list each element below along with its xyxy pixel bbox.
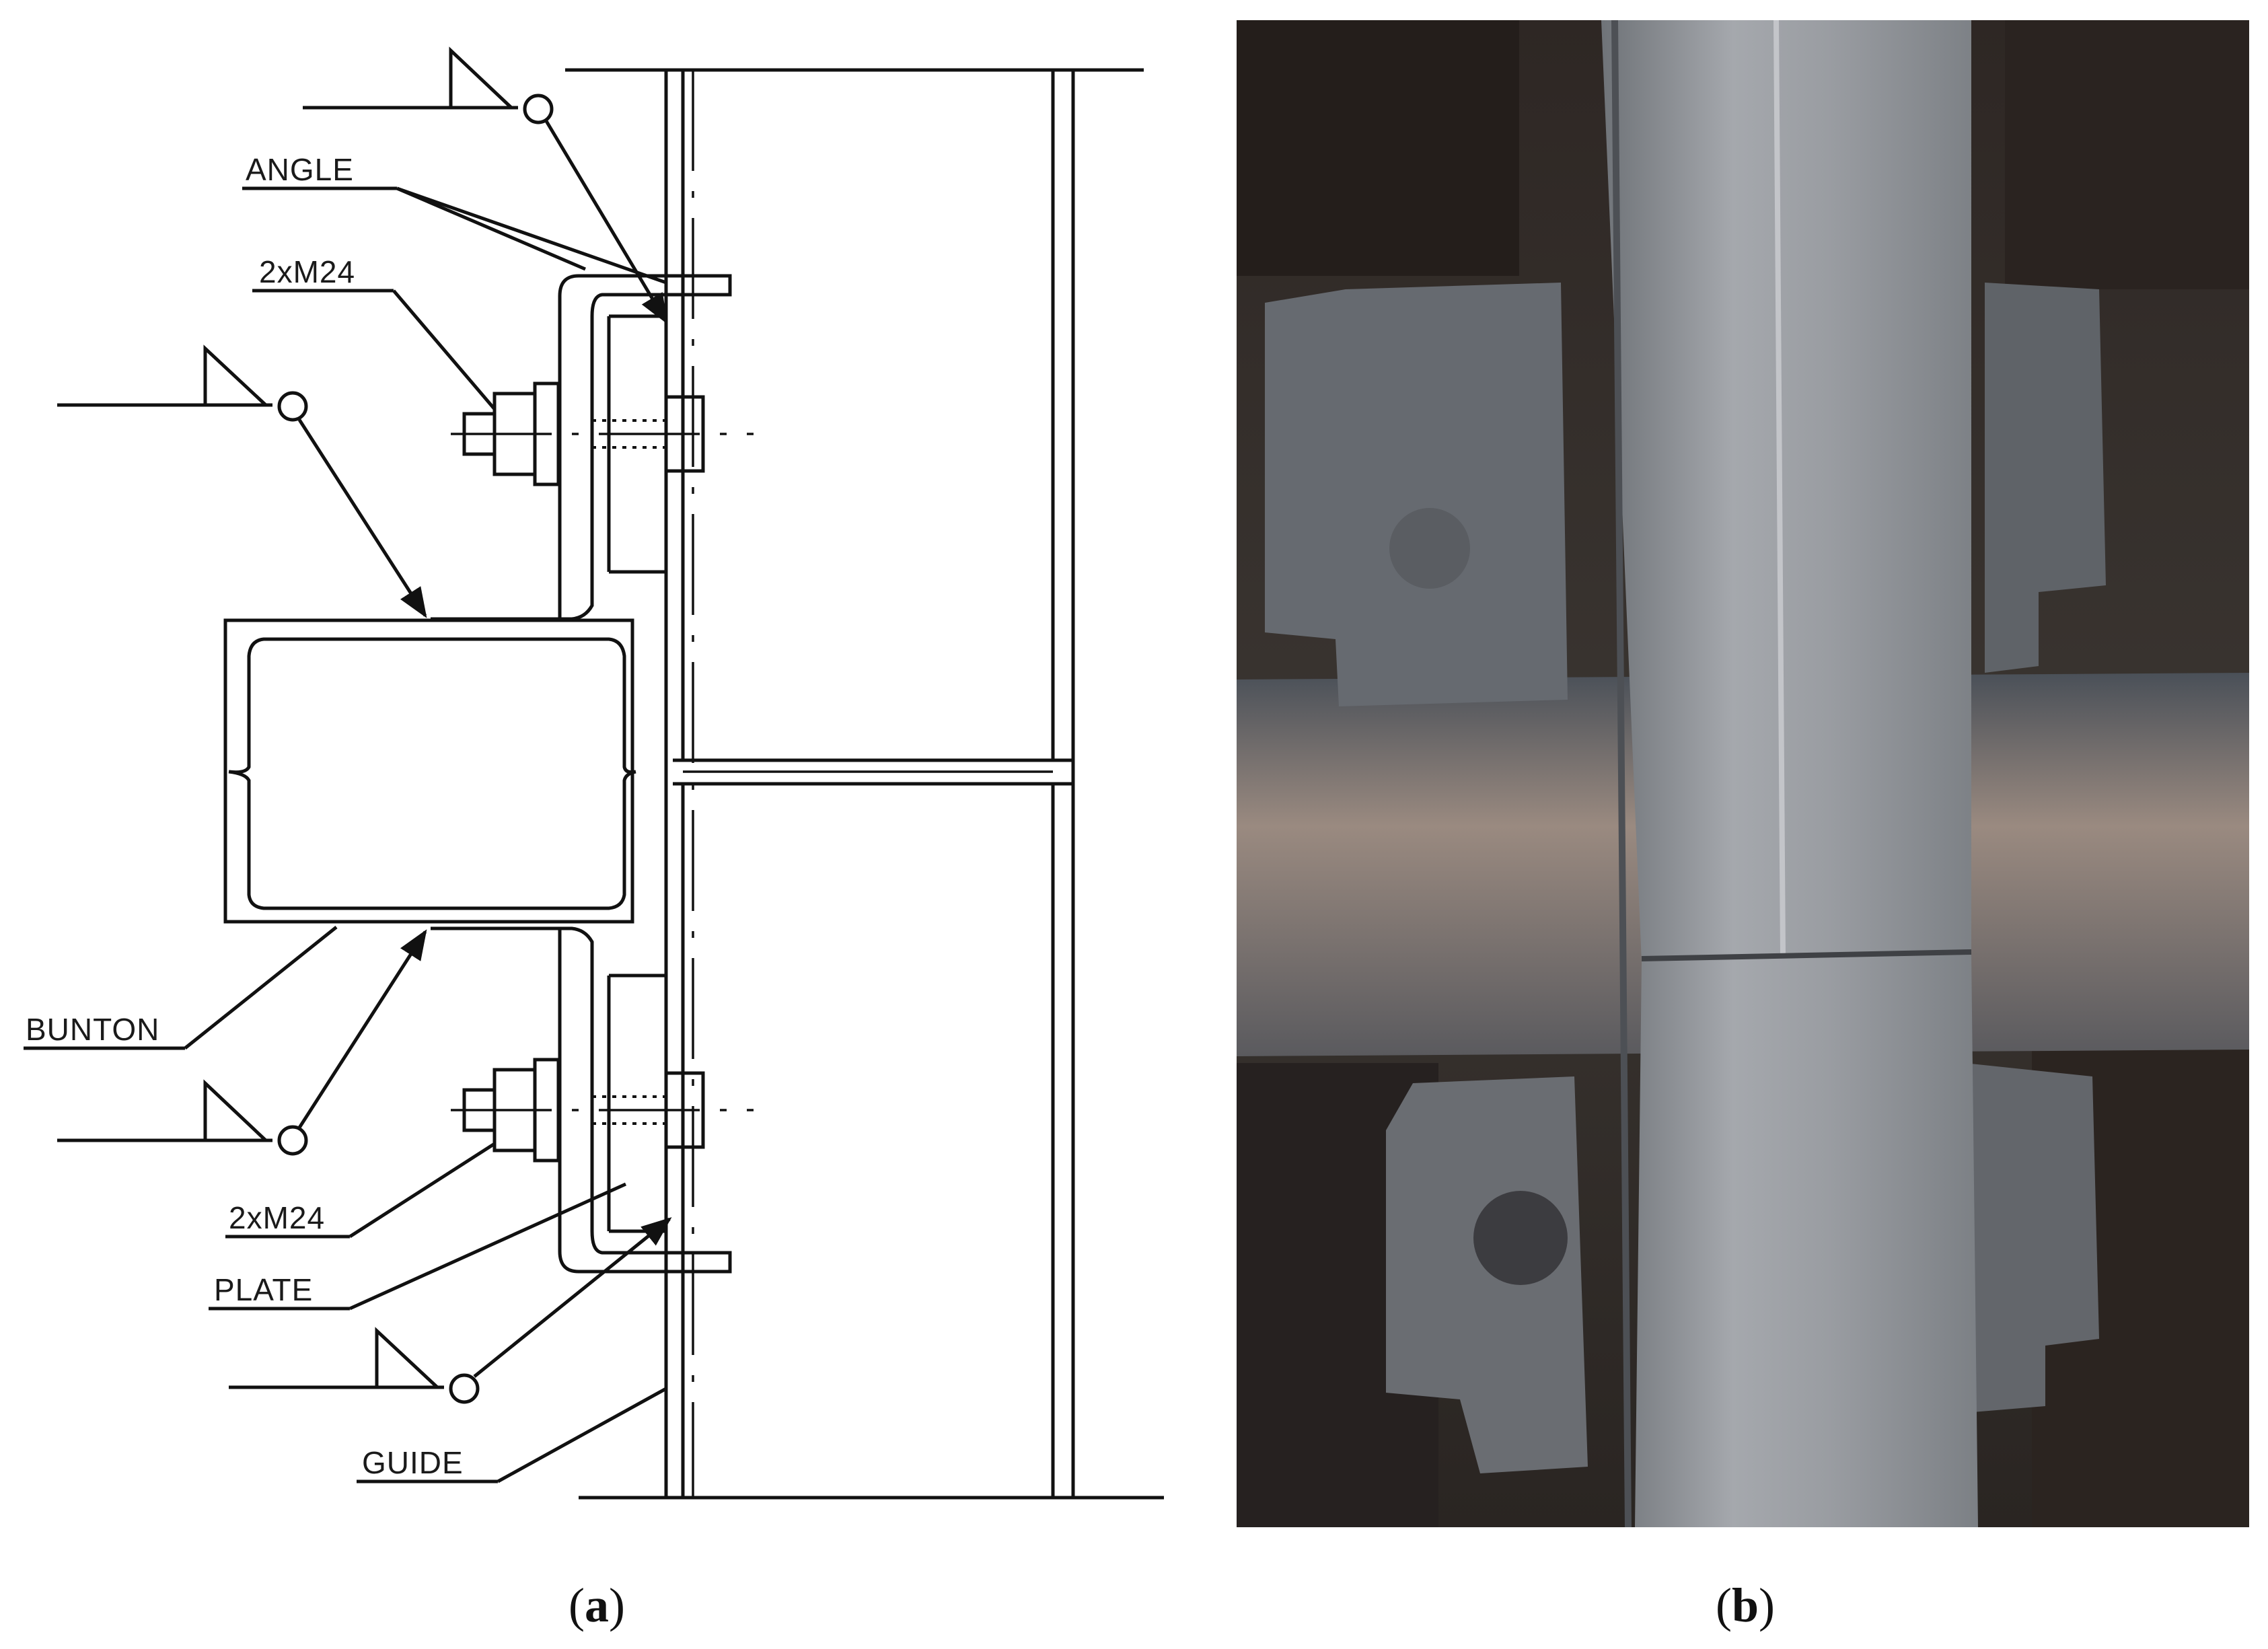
leaders [24, 186, 667, 1483]
svg-text:(b): (b) [1716, 1578, 1775, 1632]
svg-text:(a): (a) [569, 1578, 625, 1632]
panel-a-drawing: ANGLE 2xM24 BUNTON 2xM24 PLATE GUIDE [24, 46, 1164, 1500]
bunton-section [223, 618, 636, 924]
bottom-angle-plate [431, 926, 732, 1274]
caption-a-close: ) [609, 1578, 625, 1632]
top-bolt [451, 381, 754, 486]
caption-b-letter: b [1732, 1578, 1759, 1632]
label-angle: ANGLE [246, 152, 354, 187]
bottom-bolt [451, 1058, 754, 1163]
weld-symbol-2 [57, 344, 427, 618]
caption-a-letter: a [585, 1578, 609, 1632]
label-bunton: BUNTON [26, 1012, 159, 1047]
caption-a: (a) [569, 1578, 625, 1632]
label-guide: GUIDE [362, 1445, 464, 1480]
caption-b: (b) [1716, 1578, 1775, 1632]
label-plate: PLATE [214, 1272, 313, 1307]
break-lines [565, 68, 1164, 1500]
label-bolts-top: 2xM24 [259, 254, 355, 289]
top-angle-plate [431, 274, 732, 621]
caption-b-close: ) [1759, 1578, 1775, 1632]
caption-a-open: ( [569, 1578, 585, 1632]
label-bolts-bottom: 2xM24 [229, 1200, 325, 1235]
weld-symbol-3 [57, 929, 427, 1156]
caption-b-open: ( [1716, 1578, 1732, 1632]
weld-symbol-4 [229, 1217, 672, 1404]
weld-symbol-1 [303, 46, 668, 324]
panel-b-photo [1237, 20, 2249, 1528]
bunton-flange [673, 758, 1073, 786]
